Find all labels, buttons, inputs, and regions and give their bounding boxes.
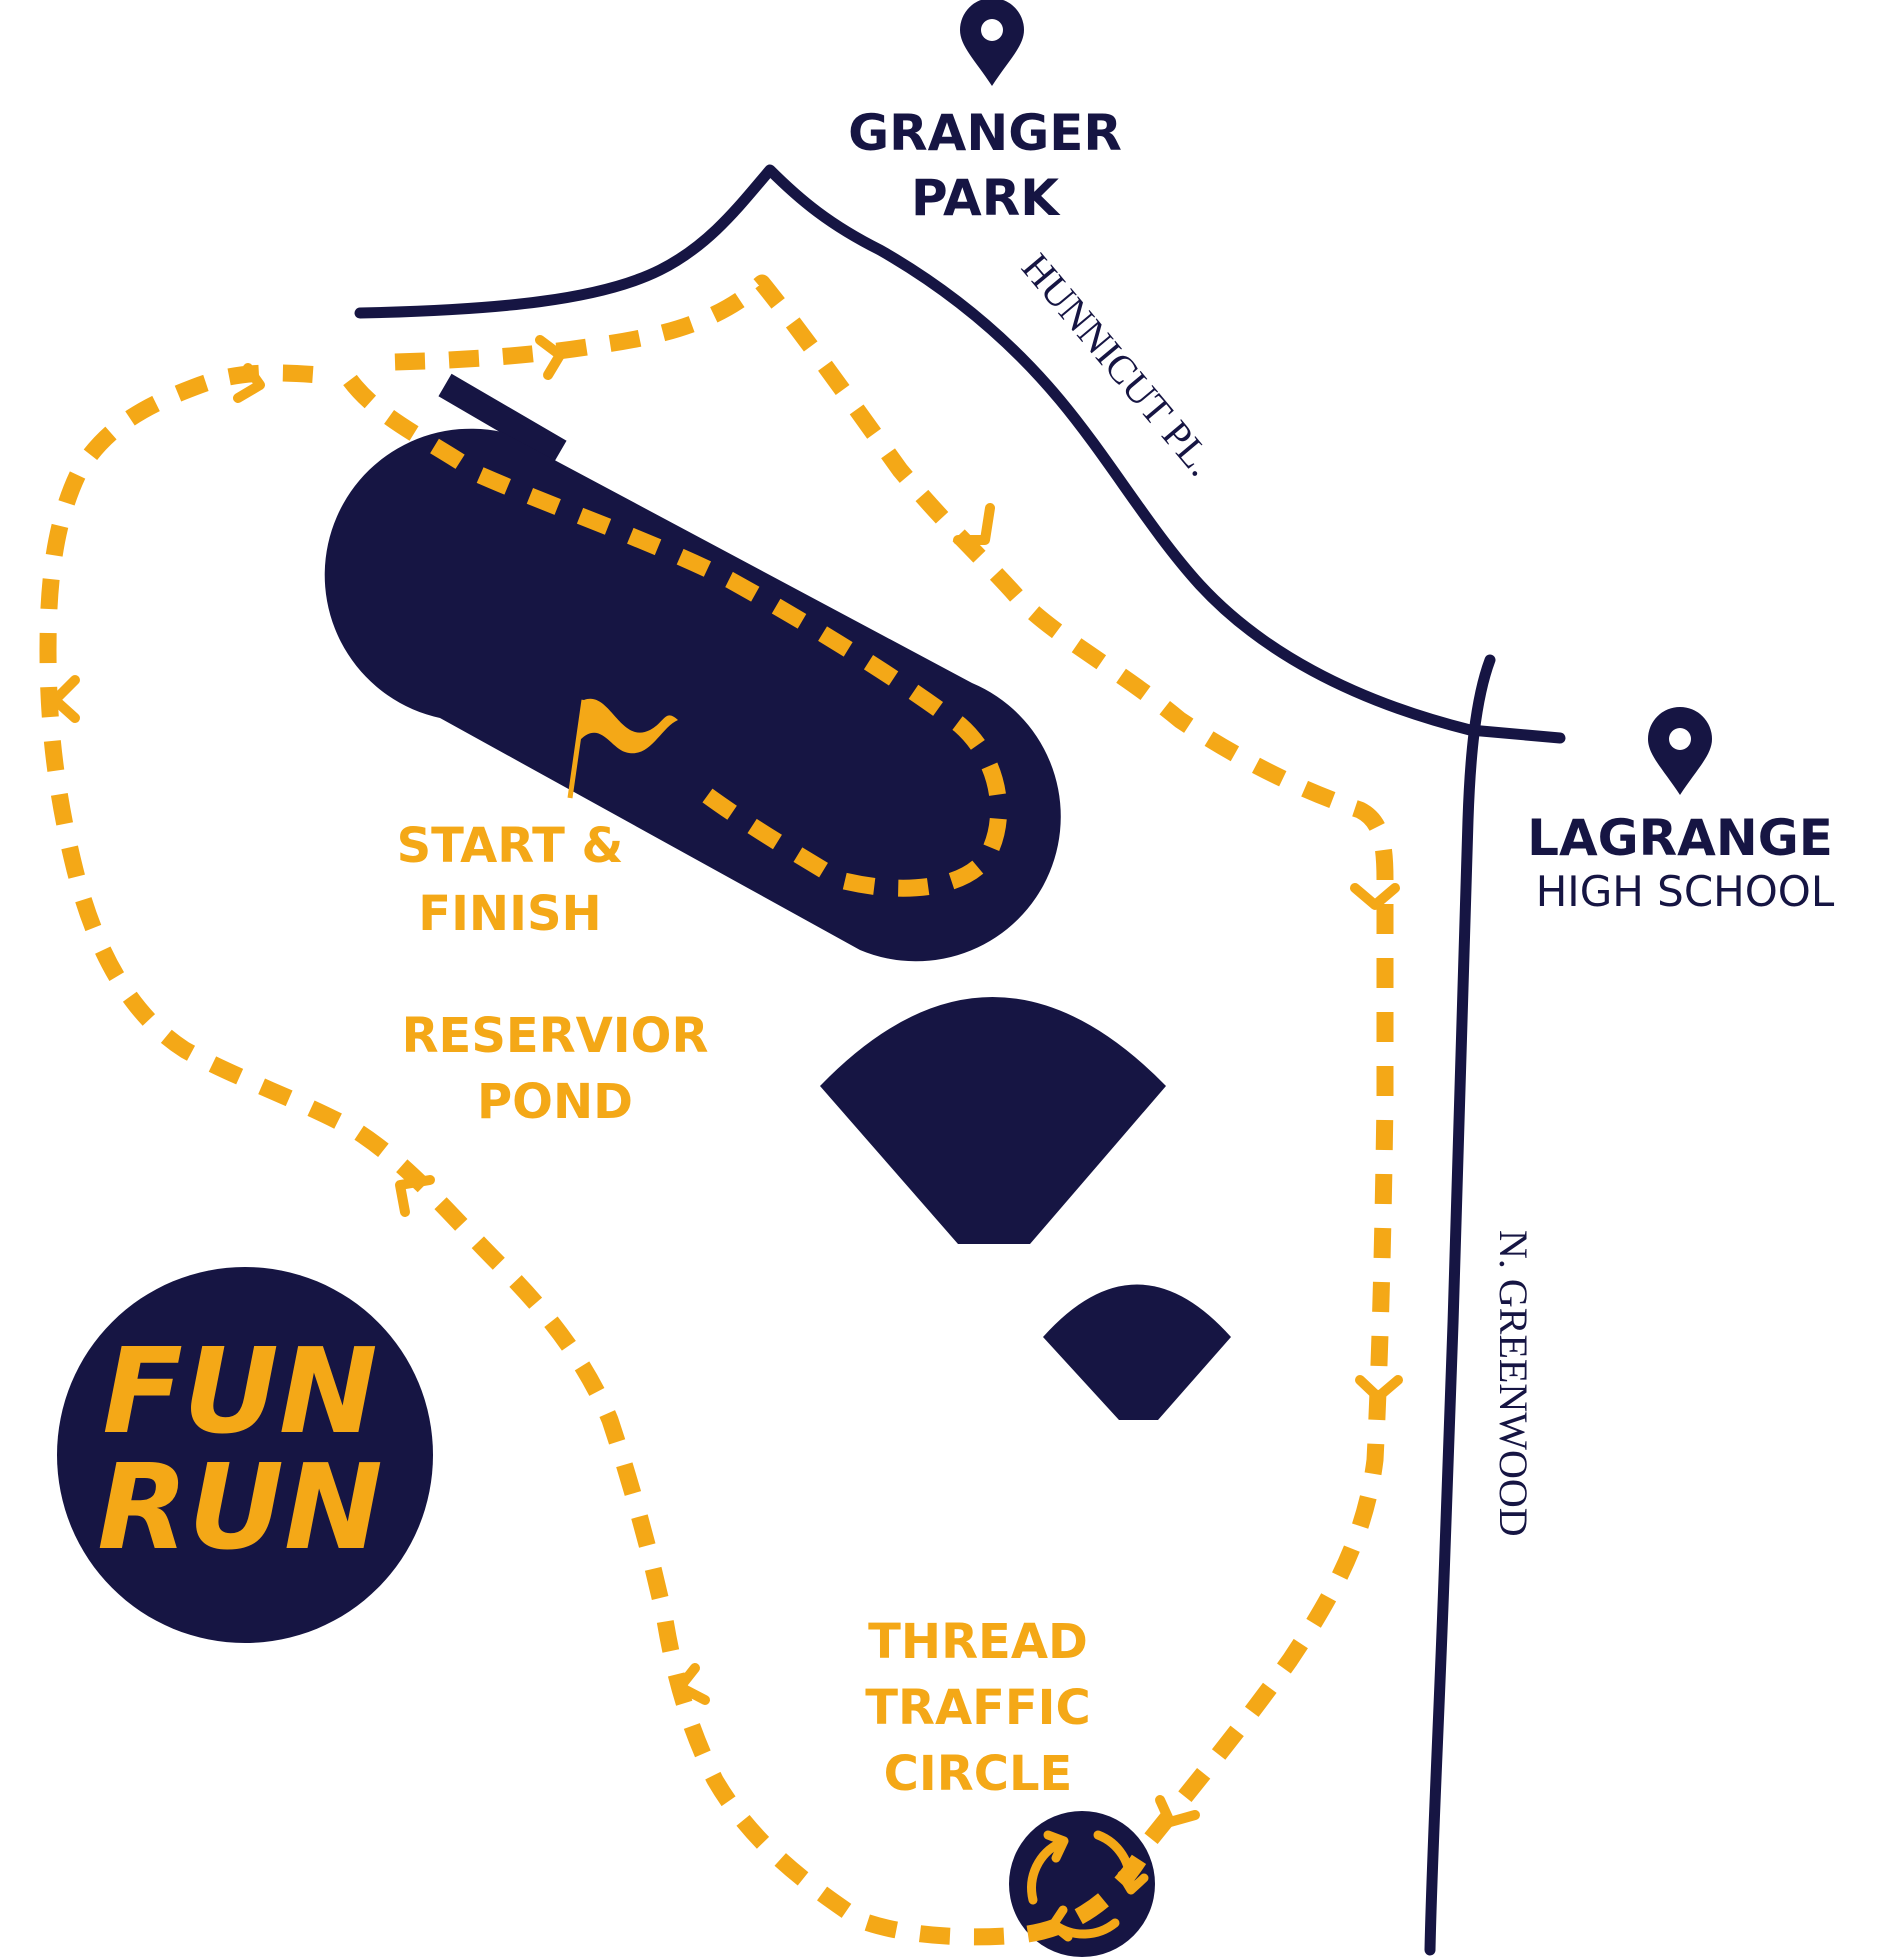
start-finish-label-line2: FINISH bbox=[418, 886, 601, 942]
route-path-main bbox=[39, 274, 1394, 1946]
start-finish-label-line1: START & bbox=[397, 818, 624, 874]
chevron-icon bbox=[50, 675, 80, 723]
granger-park-label-line2: PARK bbox=[911, 169, 1061, 227]
lagrange-label-line1: LAGRANGE bbox=[1527, 809, 1833, 867]
fun-run-badge bbox=[57, 1267, 433, 1643]
route-direction-arrows bbox=[50, 335, 1403, 1827]
traffic-circle-label-line3: CIRCLE bbox=[884, 1746, 1073, 1802]
granger-park-boundary-road bbox=[354, 164, 1566, 744]
fun-run-badge-line1: FUN bbox=[102, 1322, 377, 1460]
chevron-icon bbox=[395, 1175, 435, 1217]
chevron-icon bbox=[1355, 1375, 1403, 1402]
n-greenwood-road bbox=[1424, 654, 1496, 1956]
route-path-reservoir-loop bbox=[343, 374, 1008, 897]
traffic-circle-label-line1: THREAD bbox=[868, 1614, 1088, 1670]
lagrange-label-line2: HIGH SCHOOL bbox=[1536, 867, 1835, 916]
stadium-wall bbox=[438, 373, 567, 464]
chevron-icon bbox=[675, 1663, 710, 1705]
pond-label-line1: RESERVIOR bbox=[402, 1008, 709, 1064]
granger-park-label-line1: GRANGER bbox=[848, 104, 1122, 162]
reservoir-pond bbox=[324, 428, 1061, 962]
chevron-icon bbox=[233, 363, 265, 403]
location-pin-icon bbox=[1648, 707, 1712, 795]
hunnicut-street-label: HUNNICUT PL. bbox=[1013, 245, 1224, 484]
flag-icon bbox=[567, 698, 678, 799]
chevron-icon bbox=[1350, 883, 1400, 910]
pond-label-line2: POND bbox=[477, 1074, 633, 1130]
traffic-circle-label-line2: TRAFFIC bbox=[865, 1680, 1091, 1736]
chevron-icon bbox=[535, 335, 565, 380]
chevron-icon bbox=[953, 503, 995, 545]
roundabout-icon bbox=[1027, 1830, 1149, 1942]
fun-run-badge-line2: RUN bbox=[97, 1438, 382, 1576]
greenwood-street-label: N. GREENWOOD bbox=[1491, 1230, 1536, 1537]
ball-field-small bbox=[1043, 1284, 1231, 1420]
location-pin-icon bbox=[960, 0, 1024, 86]
run-route bbox=[39, 274, 1394, 1946]
ball-field-large bbox=[820, 997, 1166, 1244]
chevron-icon bbox=[1155, 1795, 1200, 1827]
